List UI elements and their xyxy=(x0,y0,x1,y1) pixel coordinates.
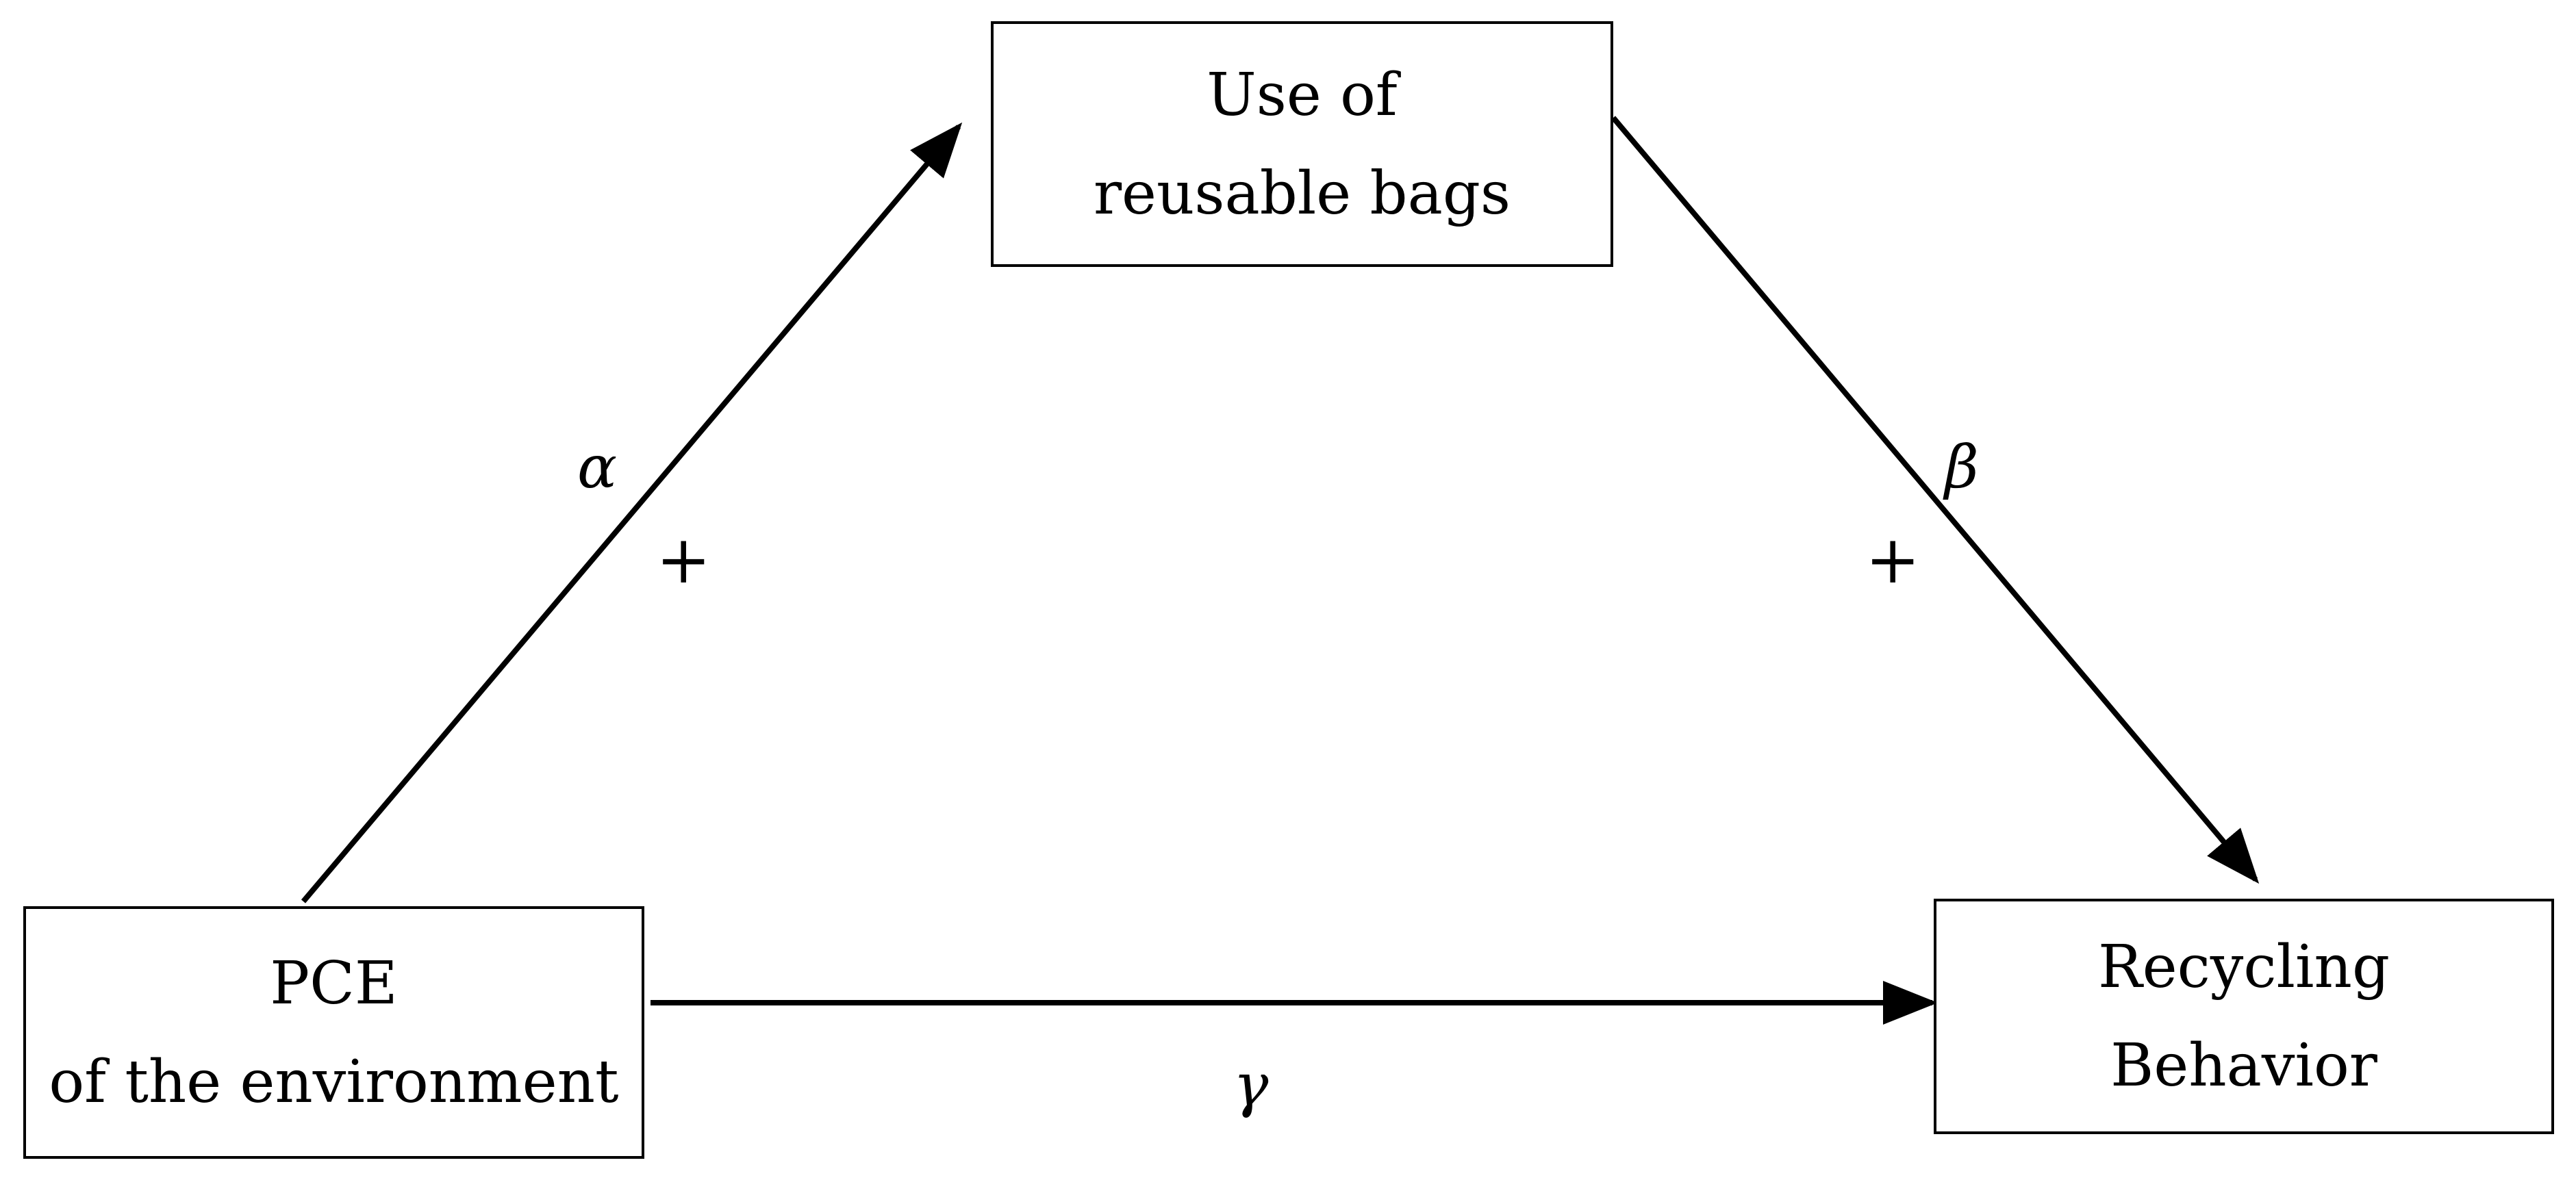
arrow-alpha xyxy=(301,122,963,903)
node-recycling-behavior: Recycling Behavior xyxy=(1934,899,2554,1134)
node-label-line-1: PCE xyxy=(270,949,398,1018)
node-pce-of-the-environment: PCE of the environment xyxy=(23,906,644,1159)
node-label-line-2: of the environment xyxy=(49,1047,619,1116)
path-label-alpha: α xyxy=(577,433,618,502)
node-label-line-2: Behavior xyxy=(2110,1031,2377,1100)
path-sign-beta: + xyxy=(1865,522,1921,598)
arrow-beta xyxy=(1611,116,2260,884)
node-label-line-1: Recycling xyxy=(2097,933,2390,1001)
node-use-of-reusable-bags: Use of reusable bags xyxy=(991,21,1613,267)
path-sign-alpha: + xyxy=(656,522,711,598)
node-label-line-1: Use of xyxy=(1207,60,1398,129)
path-label-beta: β xyxy=(1945,433,1979,502)
node-label-line-2: reusable bags xyxy=(1093,159,1511,228)
path-label-gamma: γ xyxy=(1233,1051,1269,1120)
